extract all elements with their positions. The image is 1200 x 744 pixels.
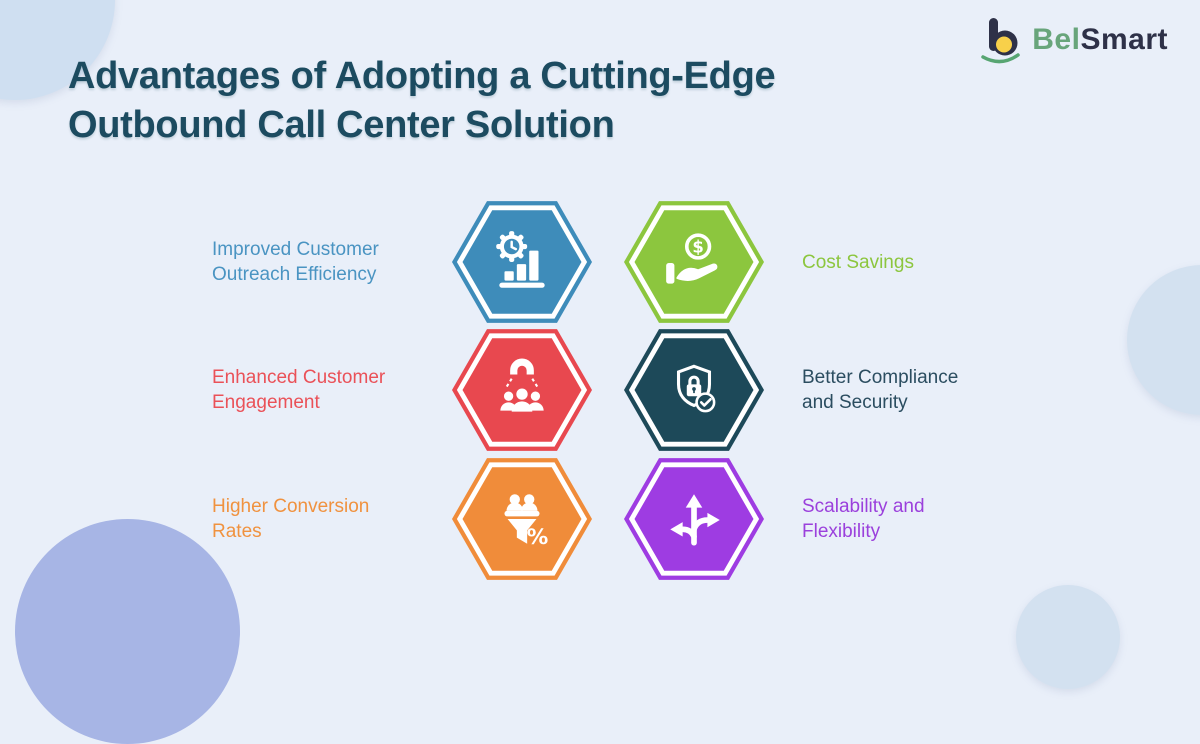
label-cost-savings: Cost Savings (802, 201, 992, 323)
efficiency-gear-chart-icon (496, 231, 545, 288)
magnet-people-icon (500, 358, 544, 412)
branching-arrows-icon (670, 494, 720, 546)
hand-dollar-coin-icon: $ (666, 233, 718, 284)
label-text: Enhanced Customer Engagement (212, 367, 386, 413)
svg-text:$: $ (692, 238, 703, 257)
brand-name-first: Bel (1032, 23, 1081, 56)
background-circle-right (1127, 265, 1200, 415)
belsmart-logo-icon (981, 18, 1021, 64)
hexagon-higher-conversion: % (452, 458, 592, 580)
hexagon-scalability-flexibility (624, 458, 764, 580)
hexagon-enhanced-engagement (452, 329, 592, 451)
background-circle-bottom-left (15, 519, 240, 744)
brand-name: BelSmart (1032, 23, 1168, 57)
label-text: Scalability and Flexibility (802, 496, 925, 542)
label-enhanced-customer-engagement: Enhanced Customer Engagement (212, 329, 402, 451)
page-title-line2: Outbound Call Center Solution (68, 104, 615, 146)
label-text: Better Compliance and Security (802, 367, 959, 413)
label-text: Improved Customer Outreach Efficiency (212, 239, 379, 285)
page-title-line1: Advantages of Adopting a Cutting-Edge (68, 55, 776, 97)
svg-text:%: % (527, 525, 549, 550)
background-circle-bottom-right (1016, 585, 1120, 689)
hexagon-cost-savings: $ (624, 201, 764, 323)
hexagon-shape (624, 201, 764, 323)
label-text: Higher Conversion Rates (212, 496, 370, 542)
label-improved-customer-outreach: Improved Customer Outreach Efficiency (212, 201, 402, 323)
label-higher-conversion-rates: Higher Conversion Rates (212, 458, 402, 580)
hexagon-improved-outreach (452, 201, 592, 323)
label-better-compliance-security: Better Compliance and Security (802, 329, 992, 451)
brand-logo: BelSmart (980, 16, 1168, 64)
label-scalability-flexibility: Scalability and Flexibility (802, 458, 992, 580)
label-text: Cost Savings (802, 251, 914, 273)
hexagon-shape (452, 201, 592, 323)
shield-lock-check-icon (676, 364, 716, 413)
brand-name-second: Smart (1080, 23, 1168, 56)
funnel-percent-icon: % (504, 494, 549, 550)
hexagon-compliance-security (624, 329, 764, 451)
page-title: Advantages of Adopting a Cutting-Edge Ou… (68, 52, 776, 150)
